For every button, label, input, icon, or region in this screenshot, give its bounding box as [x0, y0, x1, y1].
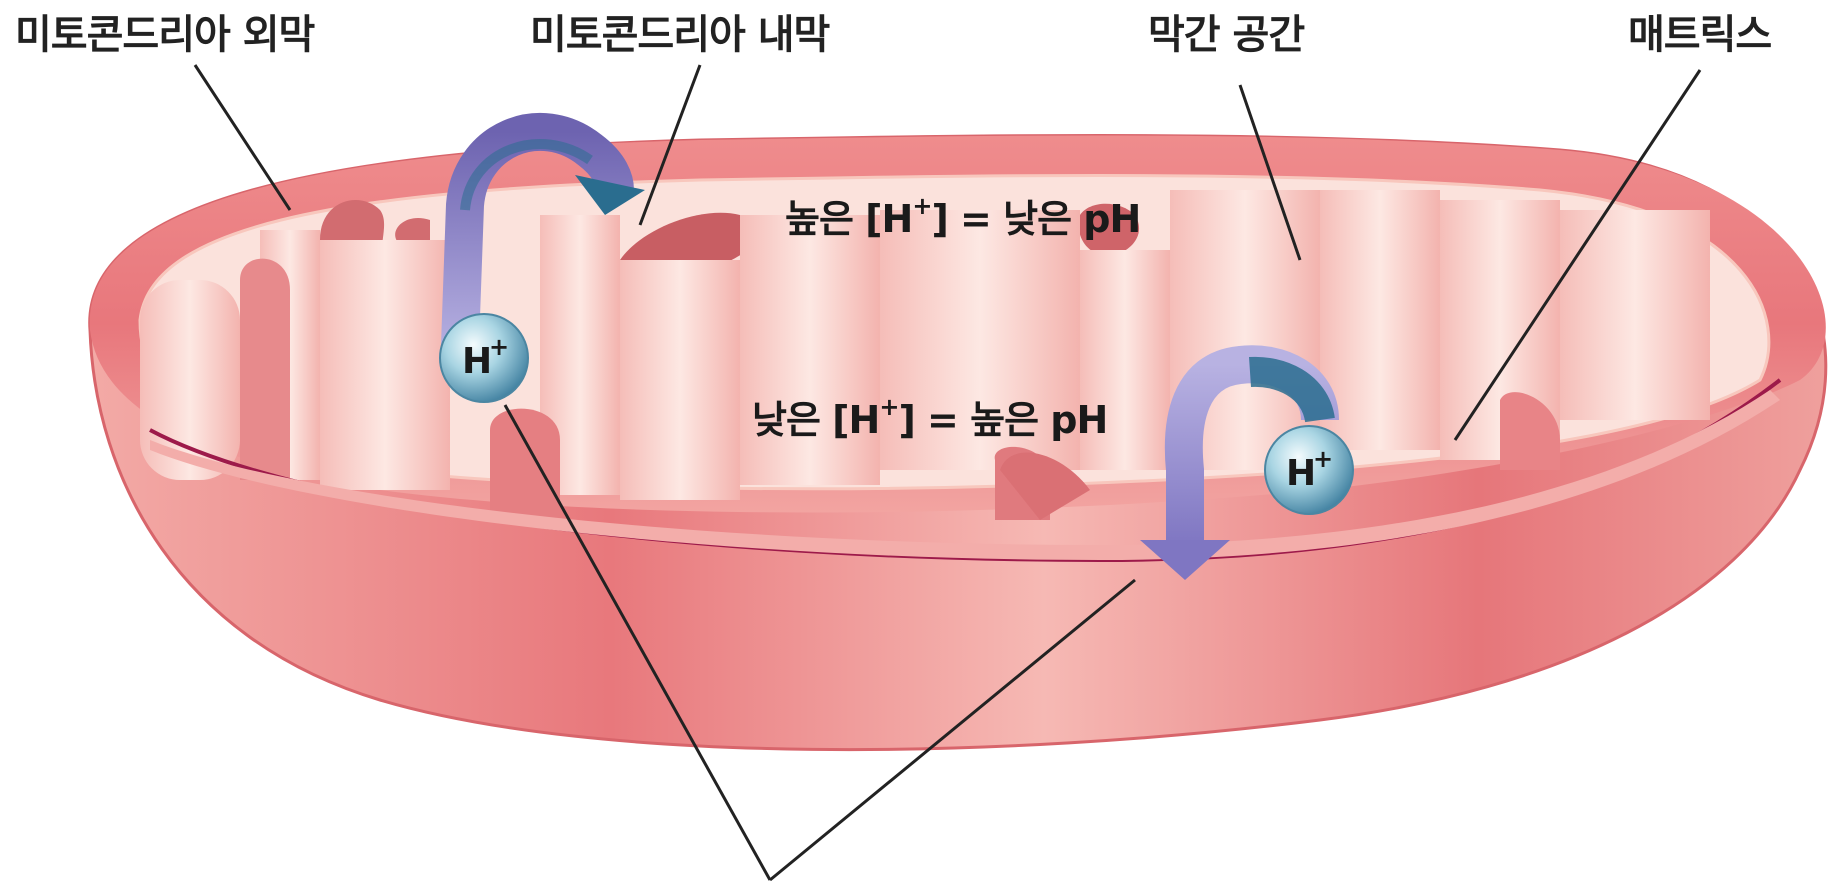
inner-membrane-label: 미토콘드리아 내막 — [530, 12, 831, 58]
svg-text:H: H — [462, 341, 492, 382]
svg-text:+: + — [1313, 445, 1333, 473]
svg-text:H: H — [1286, 453, 1316, 494]
outer-membrane-pointer — [195, 65, 290, 210]
matrix-label: 매트릭스 — [1628, 12, 1771, 58]
proton-ion-right: H + — [1265, 426, 1353, 514]
svg-text:높은 [H+] = 낮은 pH: 높은 [H+] = 낮은 pH — [785, 192, 1140, 241]
proton-ion-matrix-left: H + — [440, 314, 528, 402]
intermembrane-space-label: 막간 공간 — [1148, 12, 1305, 58]
outer-membrane-label: 미토콘드리아 외막 — [15, 12, 316, 58]
svg-text:+: + — [489, 333, 509, 361]
matrix-condition: 낮은 [H+] = 높은 pH — [752, 393, 1107, 442]
intermembrane-space-condition: 높은 [H+] = 낮은 pH — [785, 192, 1140, 241]
svg-text:낮은 [H+] = 높은 pH: 낮은 [H+] = 높은 pH — [752, 393, 1107, 442]
